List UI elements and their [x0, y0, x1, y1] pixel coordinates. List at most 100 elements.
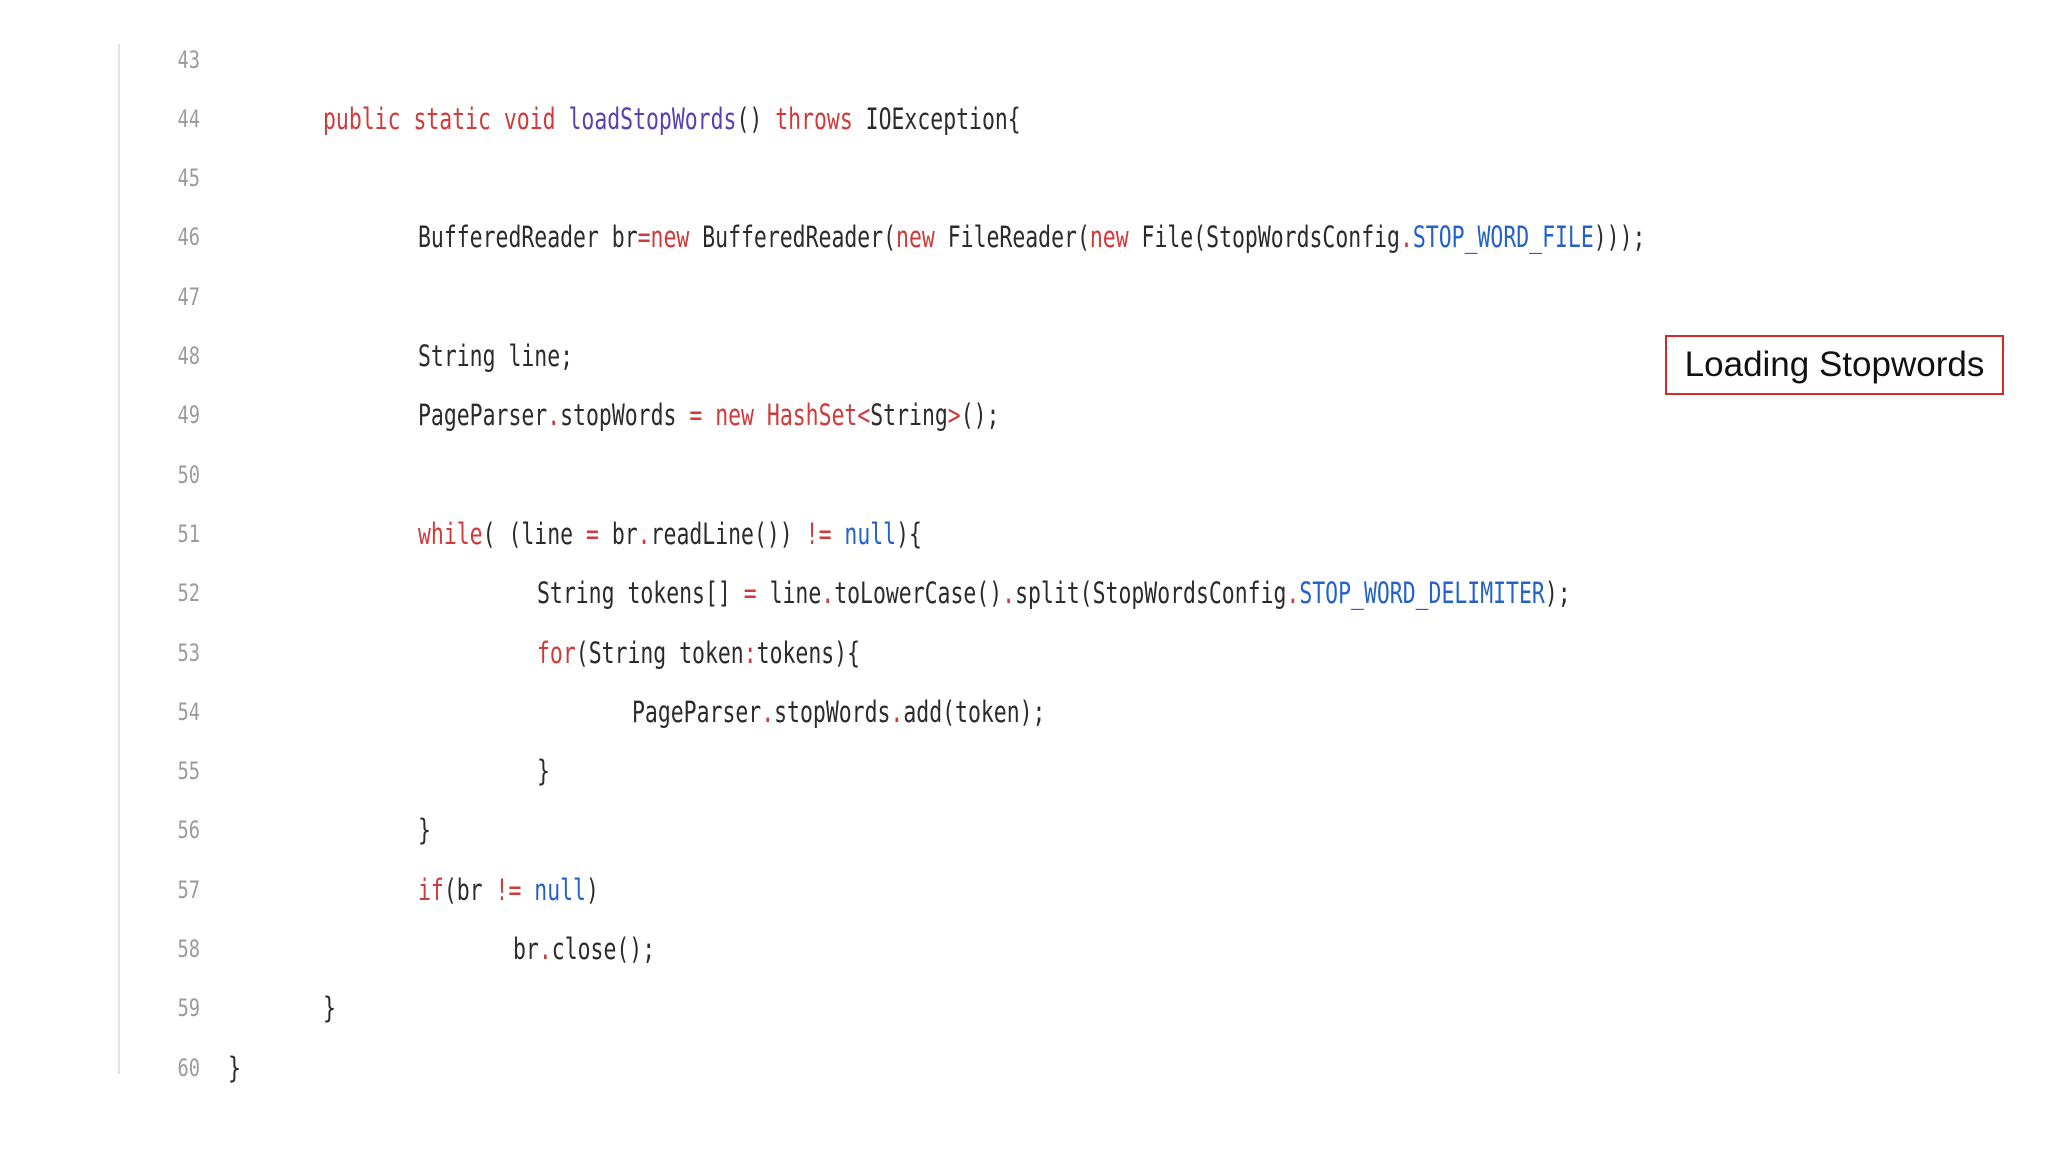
- code-token: }: [323, 991, 336, 1026]
- code-text: if(br != null): [418, 873, 599, 907]
- code-token: IOException{: [852, 101, 1021, 136]
- code-token: new: [896, 220, 935, 255]
- code-token: close();: [551, 932, 656, 966]
- code-text: BufferedReader br=new BufferedReader(new…: [418, 220, 1645, 254]
- code-token: File(StopWordsConfig: [1128, 220, 1400, 255]
- line-number: 60: [177, 1053, 200, 1082]
- code-token: [754, 398, 767, 432]
- code-token: null: [844, 516, 897, 551]
- code-line: 54 PageParser.stopWords.add(token);: [0, 682, 1650, 741]
- code-token: public static void: [323, 101, 569, 136]
- line-number: 44: [177, 104, 200, 133]
- code-editor: 43 44 public static void loadStopWords() t…: [0, 30, 1650, 1085]
- code-line: 48 String line;: [0, 327, 1650, 386]
- code-text: for(String token:tokens){: [537, 636, 860, 670]
- code-token: .: [547, 398, 561, 433]
- line-number: 46: [177, 223, 200, 252]
- code-token: toLowerCase(): [834, 576, 1003, 611]
- line-number: 52: [177, 579, 200, 608]
- code-token: loadStopWords: [568, 101, 737, 136]
- code-token: STOP_WORD_DELIMITER: [1299, 576, 1545, 611]
- line-number: 56: [177, 816, 200, 845]
- code-token: while: [418, 516, 483, 551]
- line-number: 53: [177, 638, 200, 667]
- code-token: :: [743, 635, 757, 670]
- code-token: !=: [805, 516, 832, 551]
- line-number: 45: [177, 164, 200, 193]
- code-token: new: [715, 398, 754, 433]
- code-token: tokens){: [756, 635, 861, 670]
- code-token: for: [537, 635, 576, 670]
- code-token: String: [870, 398, 948, 433]
- line-number: 48: [177, 342, 200, 370]
- code-token: null: [534, 872, 586, 907]
- code-token: ();: [960, 398, 1000, 433]
- code-token: .: [761, 694, 775, 729]
- code-token: =new: [637, 220, 690, 255]
- code-line: 44 public static void loadStopWords() thr…: [0, 89, 1650, 148]
- code-token: ){: [896, 516, 922, 551]
- code-token: new: [1089, 220, 1129, 255]
- code-text: PageParser.stopWords.add(token);: [632, 695, 1045, 729]
- code-line: 43: [0, 30, 1650, 89]
- code-token: [831, 517, 844, 551]
- code-line: 60}: [0, 1038, 1650, 1097]
- code-token: =: [585, 516, 599, 551]
- code-token: .: [637, 516, 651, 551]
- code-line: 56}: [0, 801, 1650, 860]
- code-text: }: [418, 813, 431, 847]
- line-number: 59: [177, 994, 200, 1023]
- code-token: split(StopWordsConfig: [1015, 576, 1287, 611]
- code-token: if: [418, 872, 444, 907]
- code-text: String tokens[] = line.toLowerCase().spl…: [537, 576, 1571, 610]
- code-token: String line;: [418, 339, 574, 373]
- code-token: STOP_WORD_FILE: [1412, 220, 1594, 255]
- code-token: (String token: [575, 635, 744, 670]
- code-token: HashSet<: [766, 398, 871, 433]
- code-text: }: [537, 754, 550, 788]
- code-text: public static void loadStopWords() throw…: [323, 102, 1021, 136]
- annotation-label: Loading Stopwords: [1665, 335, 2004, 395]
- code-token: readLine()): [650, 516, 806, 551]
- line-number: 49: [177, 401, 200, 430]
- line-number: 55: [177, 757, 200, 786]
- code-token: stopWords: [560, 398, 690, 433]
- code-token: line: [756, 576, 822, 611]
- code-line: 59}: [0, 979, 1650, 1038]
- code-token: .: [890, 694, 904, 729]
- code-token: (br: [443, 872, 496, 907]
- code-token: FileReader(: [934, 220, 1090, 255]
- code-line: 52 String tokens[] = line.toLowerCase().s…: [0, 564, 1650, 623]
- line-number: 57: [177, 875, 200, 904]
- code-token: .: [821, 576, 835, 611]
- code-token: BufferedReader(: [689, 220, 897, 255]
- code-token: br: [598, 516, 638, 551]
- code-line: 45: [0, 149, 1650, 208]
- line-number: 54: [177, 697, 200, 726]
- line-number: 43: [177, 45, 200, 74]
- code-line: 50: [0, 445, 1650, 504]
- code-token: >: [947, 398, 961, 433]
- code-token: BufferedReader br: [418, 220, 638, 255]
- code-token: PageParser: [418, 398, 548, 433]
- code-token: stopWords: [774, 694, 891, 729]
- code-line: 53 for(String token:tokens){: [0, 623, 1650, 682]
- code-token: String tokens[]: [537, 576, 744, 611]
- code-token: [521, 873, 534, 907]
- code-token: PageParser: [632, 694, 762, 729]
- code-token: }: [418, 813, 431, 848]
- code-token: !=: [495, 872, 522, 907]
- code-token: [702, 398, 715, 432]
- code-token: =: [743, 576, 757, 611]
- code-token: ): [585, 872, 599, 907]
- code-token: }: [537, 754, 550, 789]
- code-token: }: [228, 1050, 241, 1085]
- code-line: 47: [0, 267, 1650, 326]
- code-token: .: [538, 932, 552, 966]
- code-token: br: [513, 932, 539, 966]
- code-line: 55}: [0, 742, 1650, 801]
- code-token: ( (line: [482, 516, 586, 551]
